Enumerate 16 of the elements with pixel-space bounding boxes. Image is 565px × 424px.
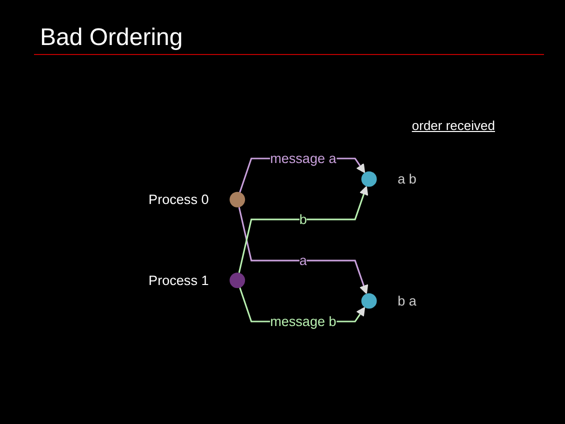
- node-label: Process 0: [148, 192, 209, 208]
- arrow: [238, 207, 368, 294]
- arrow: [238, 186, 368, 273]
- edge-label: message a: [270, 150, 336, 166]
- edge-label: a: [299, 252, 307, 268]
- node-label: Process 1: [148, 272, 209, 288]
- node-circle: [230, 192, 246, 208]
- column-heading: order received: [412, 118, 495, 133]
- slide-title: Bad Ordering: [40, 24, 183, 52]
- node-label: a b: [398, 170, 416, 187]
- node-label: b a: [398, 292, 416, 308]
- edge-label: message b: [270, 313, 336, 330]
- node-circle: [230, 272, 246, 288]
- node-circle: [361, 171, 377, 187]
- edge-label: b: [299, 211, 307, 227]
- node-circle: [361, 293, 377, 309]
